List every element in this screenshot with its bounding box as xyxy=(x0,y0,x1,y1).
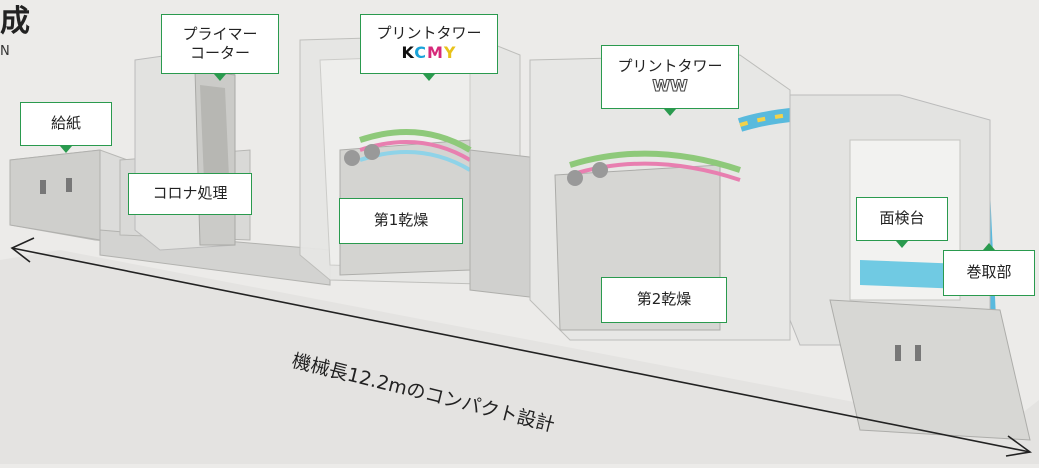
label-feed-text: 給紙 xyxy=(50,114,81,133)
label-primer-line2: コーター xyxy=(189,44,250,62)
label-corona-text: コロナ処理 xyxy=(152,184,228,203)
label-primer-line1: プライマー xyxy=(182,24,258,43)
label-print-tower-ww: プリントタワー WW xyxy=(601,45,739,116)
pointer-icon xyxy=(214,74,226,81)
label-rewind: 巻取部 xyxy=(943,243,1035,296)
label-primer-coater: プライマー コーター xyxy=(161,14,279,81)
pointer-icon xyxy=(896,241,908,248)
label-inspection-text: 面検台 xyxy=(879,209,925,228)
color-k: K xyxy=(401,43,415,63)
label-dry2: 第2乾燥 xyxy=(601,277,727,323)
feeder-unit xyxy=(9,149,156,246)
pointer-icon xyxy=(983,243,995,250)
color-y: Y xyxy=(443,43,457,63)
page-title-fragment: 成 xyxy=(0,4,30,39)
pointer-icon xyxy=(664,109,676,116)
label-print-tower-kcmy: プリントタワー KCMY xyxy=(360,14,498,81)
label-print-kcmy-colors: KCMY xyxy=(402,43,457,64)
label-dry1: 第1乾燥 xyxy=(339,198,463,244)
label-inspection: 面検台 xyxy=(856,197,948,248)
label-print-kcmy-line1: プリントタワー xyxy=(376,23,482,42)
pointer-icon xyxy=(423,74,435,81)
page-subtitle-fragment: N xyxy=(0,44,10,59)
label-rewind-text: 巻取部 xyxy=(966,263,1012,282)
label-dry2-text: 第2乾燥 xyxy=(636,290,692,309)
dimension-arrow xyxy=(10,237,1033,457)
label-dry1-text: 第1乾燥 xyxy=(373,211,429,230)
color-c: C xyxy=(414,43,427,63)
label-corona: コロナ処理 xyxy=(128,173,252,215)
color-m: M xyxy=(426,43,444,63)
label-print-ww-line2: WW xyxy=(652,76,688,96)
label-feed: 給紙 xyxy=(20,102,112,153)
label-print-ww-line1: プリントタワー xyxy=(617,56,723,75)
inspection-rewind-unit xyxy=(789,94,1031,441)
pointer-icon xyxy=(60,146,72,153)
